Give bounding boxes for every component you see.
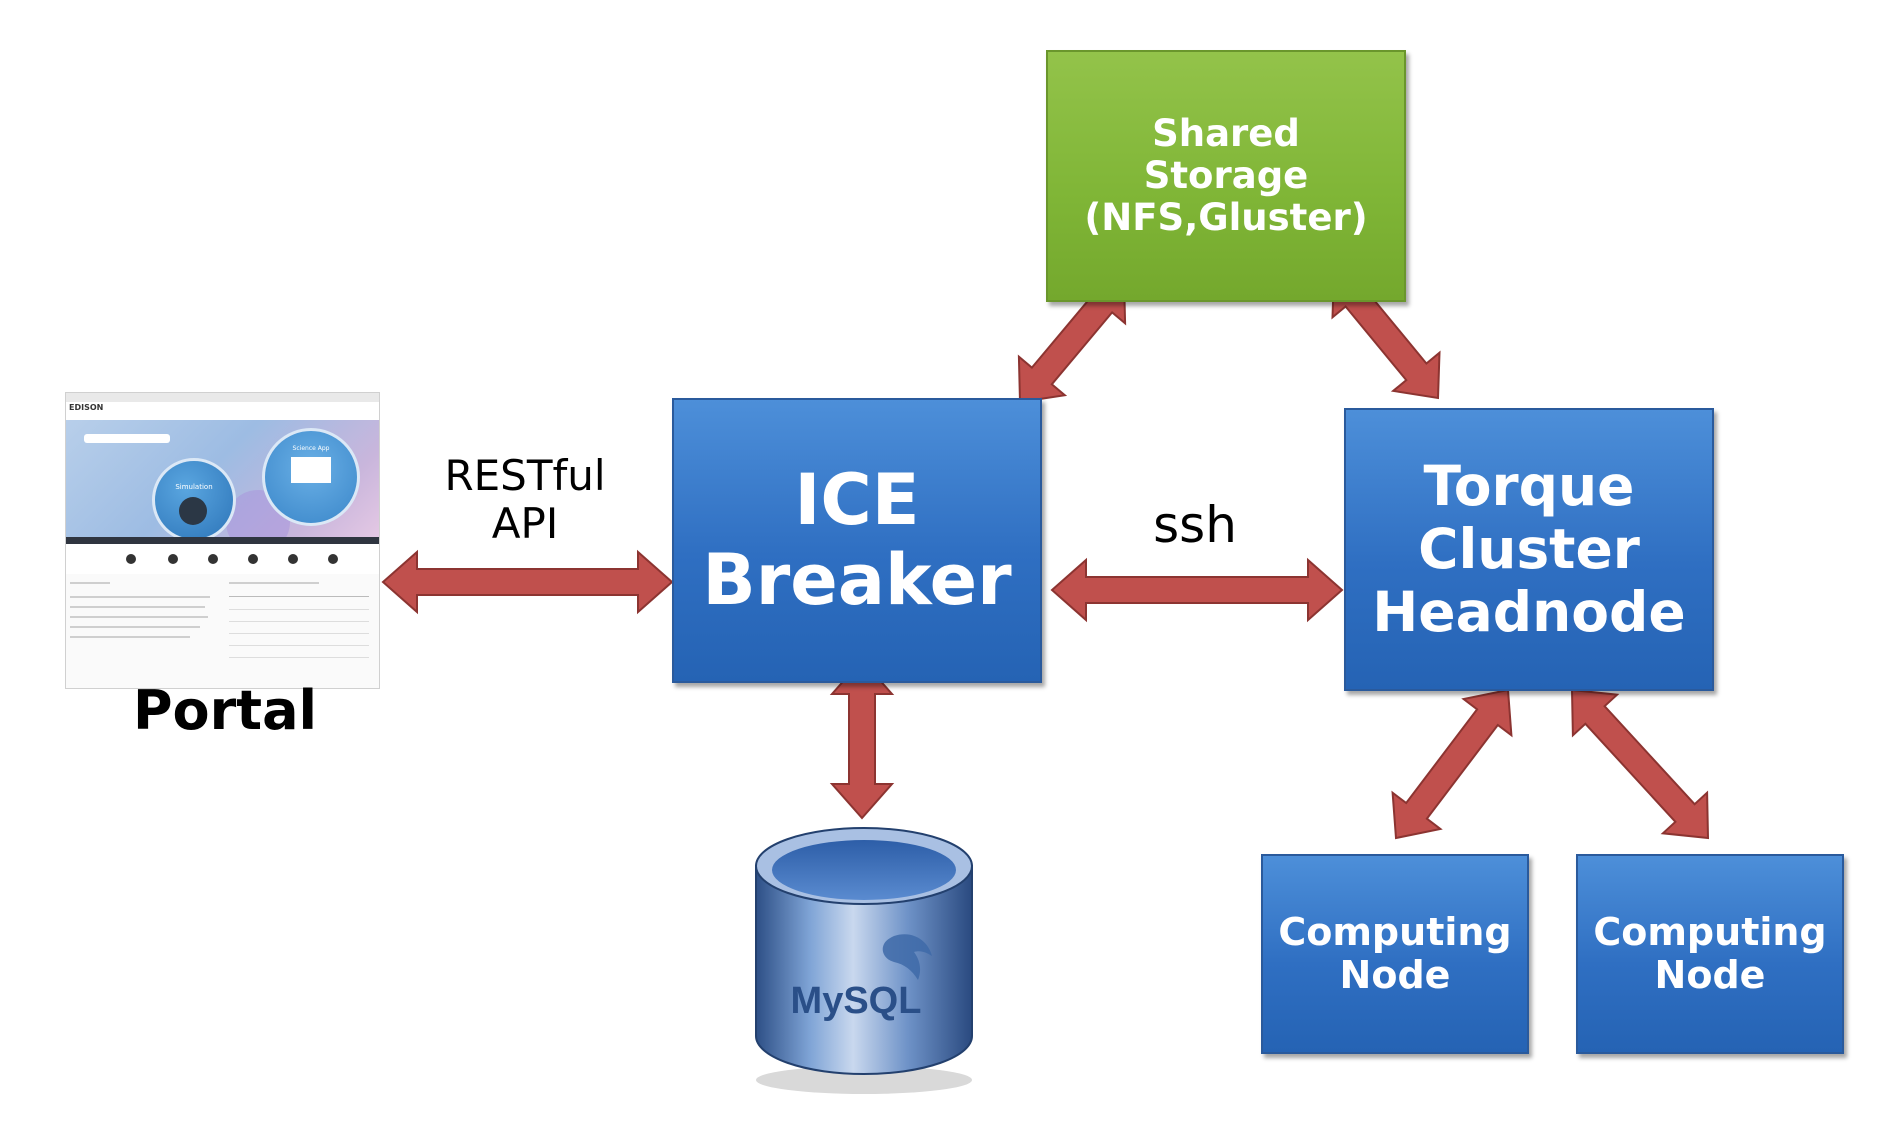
portal-notice-strip: [66, 537, 379, 544]
computing-node-2: Computing Node: [1576, 854, 1844, 1054]
computing-node-2-line-2: Node: [1654, 953, 1766, 997]
computing-node-2-line-1: Computing: [1593, 909, 1827, 954]
arrow-portal-ice: [381, 549, 674, 615]
text-line: [70, 606, 205, 608]
portal-hero: Simulation Science App: [66, 420, 379, 554]
shared-storage-node: Shared Storage (NFS,Gluster): [1046, 50, 1406, 302]
computing-node-1-line-2: Node: [1339, 953, 1451, 997]
portal-nav: EDISON: [66, 402, 379, 420]
mysql-database-icon: MySQL: [755, 827, 973, 1094]
ice-breaker-node: ICE Breaker: [672, 398, 1042, 683]
browser-toolbar: [66, 393, 379, 402]
ice-breaker-line-1: ICE: [794, 458, 920, 541]
ice-breaker-line-2: Breaker: [702, 538, 1012, 621]
table-row: [229, 633, 369, 634]
arrow-torque-node1: [1391, 688, 1513, 840]
table-row: [229, 609, 369, 610]
computing-node-1: Computing Node: [1261, 854, 1529, 1054]
text-line: [229, 582, 319, 584]
menu-dot-icon: [248, 554, 258, 564]
chart-thumbnail-icon: [291, 457, 331, 483]
simulation-icon: [179, 497, 207, 525]
arrow-ice-torque: [1050, 557, 1344, 623]
text-line: [70, 636, 190, 638]
shared-storage-line-1: Shared: [1152, 111, 1300, 155]
simulation-text: Simulation: [175, 483, 213, 491]
stats-table: [229, 596, 369, 667]
portal-lower-section: [66, 574, 379, 688]
table-row: [229, 657, 369, 658]
portal-search-box: [84, 434, 170, 443]
text-line: [70, 616, 208, 618]
torque-line-3: Headnode: [1372, 579, 1686, 644]
menu-dot-icon: [208, 554, 218, 564]
torque-headnode-node: Torque Cluster Headnode: [1344, 408, 1714, 691]
ssh-label: ssh: [1153, 496, 1237, 554]
portal-label: Portal: [132, 679, 318, 742]
text-line: [70, 626, 200, 628]
arrow-ice-mysql: [829, 658, 895, 820]
menu-dot-icon: [288, 554, 298, 564]
cylinder-top-inner: [772, 840, 956, 900]
restful-label-line-1: RESTful: [444, 451, 606, 500]
simulation-circle: Simulation: [152, 458, 236, 542]
cylinder-shadow: [756, 1066, 972, 1094]
science-app-text: Science App: [292, 445, 330, 452]
portal-logo: EDISON: [69, 403, 104, 412]
torque-line-2: Cluster: [1418, 517, 1640, 582]
text-line: [70, 582, 110, 584]
table-row: [229, 645, 369, 646]
computing-node-1-line-1: Computing: [1278, 909, 1512, 954]
cylinder-body: [755, 865, 973, 1075]
mysql-logo-text: MySQL: [791, 980, 922, 1022]
restful-api-label: RESTful API: [420, 452, 630, 548]
table-row: [229, 621, 369, 622]
portal-icon-row: [66, 544, 379, 574]
torque-line-1: Torque: [1423, 454, 1635, 519]
shared-storage-line-3: (NFS,Gluster): [1084, 196, 1368, 240]
portal-screenshot: EDISON Simulation Science App: [65, 392, 380, 689]
dolphin-icon: [882, 934, 932, 980]
menu-dot-icon: [168, 554, 178, 564]
menu-dot-icon: [328, 554, 338, 564]
text-line: [70, 596, 210, 598]
science-app-circle: Science App: [262, 428, 360, 526]
restful-label-line-2: API: [491, 498, 559, 548]
arrow-torque-node2: [1570, 688, 1710, 840]
menu-dot-icon: [126, 554, 136, 564]
shared-storage-line-2: Storage: [1143, 153, 1309, 197]
